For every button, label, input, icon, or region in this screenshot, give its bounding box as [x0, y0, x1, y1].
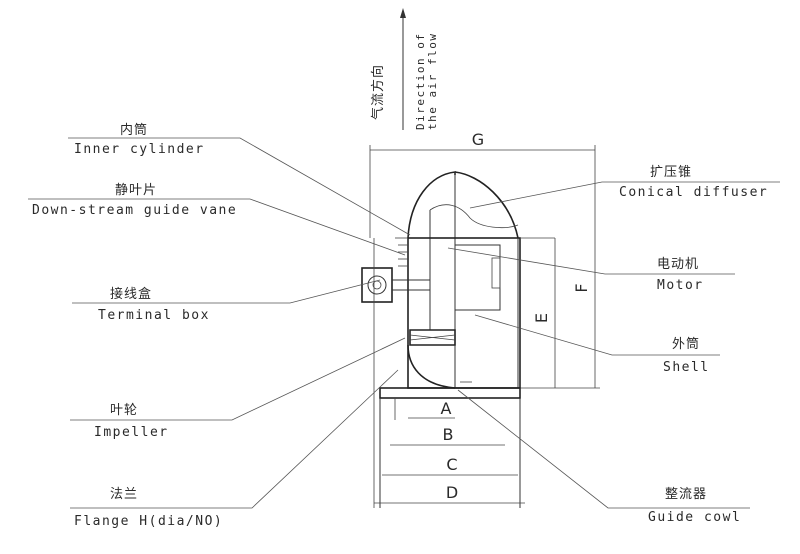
flange	[379, 387, 521, 399]
airflow-label-en-line2: the air flow	[426, 33, 439, 130]
label-flange: 法兰 Flange H(dia/NO)	[70, 369, 399, 529]
label-conical-diffuser-cn: 扩压锥	[650, 165, 692, 180]
motor-body	[454, 244, 501, 311]
leader-terminal-box	[72, 279, 381, 304]
label-impeller: 叶轮 Impeller	[70, 337, 406, 440]
leader-flange	[70, 369, 399, 509]
terminal-box	[361, 267, 430, 303]
label-flange-cn: 法兰	[110, 487, 138, 502]
label-inner-cylinder-cn: 内筒	[120, 122, 148, 138]
label-guide-cowl-cn: 整流器	[665, 487, 707, 502]
label-motor-cn: 电动机	[657, 257, 699, 272]
airflow-indicator: 气流方向 Direction of the air flow	[370, 8, 439, 130]
dim-e-label: E	[532, 313, 551, 323]
label-conical-diffuser: 扩压锥 Conical diffuser	[469, 165, 780, 209]
leader-conical-diffuser	[469, 181, 780, 209]
label-motor-en: Motor	[657, 278, 704, 293]
airflow-label-en-line1: Direction of	[414, 33, 427, 130]
dim-a-label: A	[441, 399, 452, 418]
label-shell-cn: 外筒	[672, 336, 700, 352]
impeller	[409, 329, 456, 346]
guide-vanes	[395, 237, 408, 267]
airflow-arrow-head	[400, 8, 406, 18]
labels-left: 内筒 Inner cylinder 静叶片 Down-stream guide …	[28, 122, 411, 529]
dim-b-label: B	[443, 425, 454, 444]
terminal-box-housing	[361, 267, 393, 303]
label-inner-cylinder: 内筒 Inner cylinder	[68, 122, 411, 236]
label-flange-en: Flange H(dia/NO)	[74, 514, 223, 529]
terminal-box-gland	[367, 275, 387, 295]
label-impeller-cn: 叶轮	[110, 403, 138, 418]
label-shell: 外筒 Shell	[474, 314, 720, 375]
leader-impeller	[70, 337, 406, 421]
fan-body: G	[361, 130, 596, 508]
label-guide-cowl-en: Guide cowl	[648, 510, 741, 525]
motor-bracket	[491, 257, 501, 289]
leader-guide-cowl	[457, 389, 750, 509]
label-terminal-box-cn: 接线盒	[110, 286, 152, 302]
leader-motor	[447, 247, 735, 275]
label-guide-vane-cn: 静叶片	[115, 183, 157, 198]
label-impeller-en: Impeller	[94, 425, 169, 440]
labels-right: 扩压锥 Conical diffuser 电动机 Motor 外筒 Shell …	[447, 165, 780, 525]
leader-inner-cylinder	[68, 137, 411, 236]
dim-f-label: F	[572, 283, 591, 292]
label-shell-en: Shell	[663, 360, 710, 375]
label-terminal-box-en: Terminal box	[98, 308, 210, 323]
label-guide-cowl: 整流器 Guide cowl	[457, 389, 750, 525]
dim-c-label: C	[446, 455, 457, 474]
label-guide-vane-en: Down-stream guide vane	[32, 203, 237, 218]
dim-g-label: G	[472, 130, 484, 149]
label-conical-diffuser-en: Conical diffuser	[619, 185, 768, 200]
dim-d-label: D	[446, 483, 458, 502]
label-motor: 电动机 Motor	[447, 247, 735, 293]
dimensions: A B C D E F	[373, 178, 600, 508]
label-terminal-box: 接线盒 Terminal box	[72, 279, 381, 323]
airflow-label-cn: 气流方向	[370, 64, 386, 120]
label-guide-vane: 静叶片 Down-stream guide vane	[28, 183, 406, 256]
shell-outline	[407, 237, 521, 389]
diffuser-inner-curve	[429, 204, 519, 229]
diffuser-dome-left	[407, 171, 456, 239]
label-inner-cylinder-en: Inner cylinder	[74, 142, 205, 157]
leader-shell	[474, 314, 720, 356]
guide-cowl-curve	[407, 344, 456, 389]
leader-guide-vane	[28, 198, 406, 256]
